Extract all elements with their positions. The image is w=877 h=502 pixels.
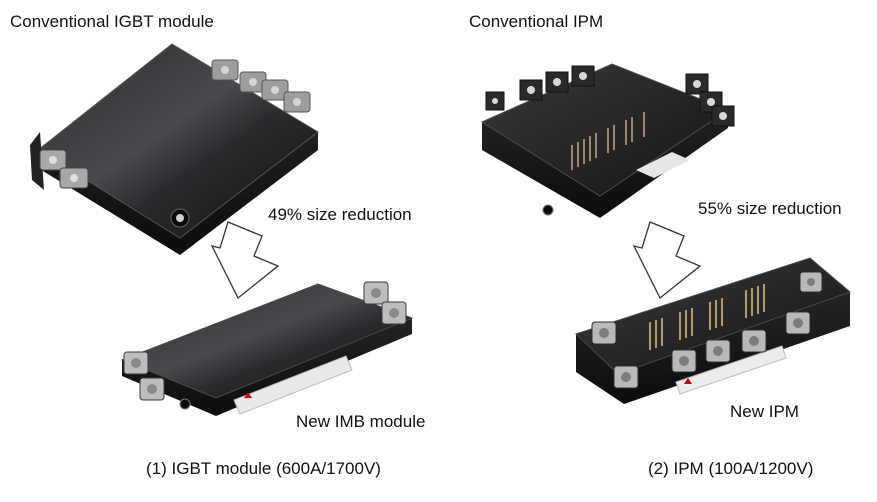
new-imb-module-label: New IMB module bbox=[296, 412, 426, 431]
ipm-size-reduction-label: 55% size reduction bbox=[698, 199, 842, 218]
conventional-ipm-title: Conventional IPM bbox=[469, 12, 604, 31]
igbt-caption: (1) IGBT module (600A/1700V) bbox=[146, 459, 381, 478]
conventional-igbt-module-image bbox=[30, 43, 319, 255]
conventional-ipm-image bbox=[480, 63, 735, 218]
new-imb-module-image bbox=[120, 281, 414, 416]
down-arrow-icon bbox=[210, 221, 280, 300]
mitsubishi-logo-icon bbox=[684, 378, 692, 384]
mitsubishi-logo-icon bbox=[244, 392, 252, 398]
new-ipm-label: New IPM bbox=[730, 402, 799, 421]
ipm-caption: (2) IPM (100A/1200V) bbox=[648, 459, 814, 478]
igbt-size-reduction-label: 49% size reduction bbox=[268, 205, 412, 224]
new-ipm-image bbox=[575, 257, 851, 404]
conventional-igbt-title: Conventional IGBT module bbox=[10, 12, 214, 31]
down-arrow-icon bbox=[632, 221, 702, 300]
